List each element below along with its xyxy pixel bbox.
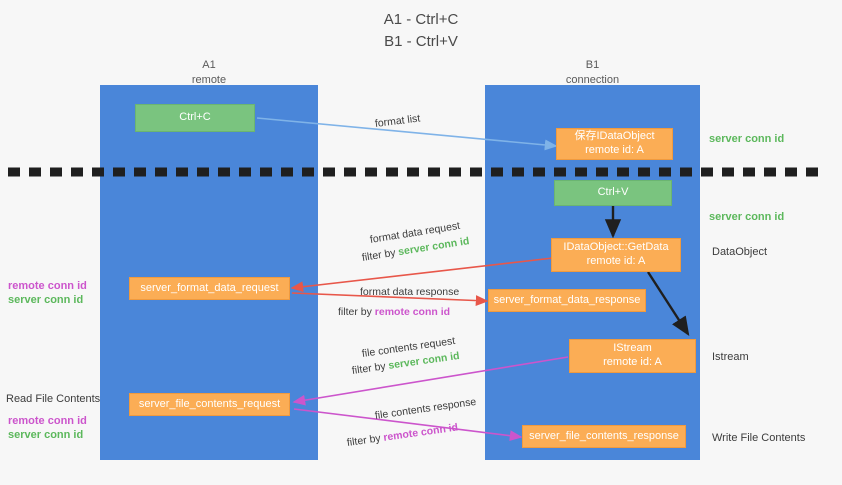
edge-label-format-data-response: format data response: [360, 286, 459, 298]
right-label-server-conn-id-top-text: server conn id: [709, 133, 785, 145]
left-label-remote-conn-id-bottom-text: remote conn id: [8, 415, 87, 427]
column-b1-title: B1: [585, 59, 600, 71]
node-server-format-data-response[interactable]: server_format_data_response: [488, 289, 646, 312]
arrow-getdata-to-istream: [646, 271, 690, 337]
node-server-file-contents-response[interactable]: server_file_contents_response: [522, 425, 686, 448]
node-ctrl-c-line1: Ctrl+C: [179, 111, 211, 124]
left-label-remote-conn-id-top-text: remote conn id: [8, 280, 87, 292]
node-store-idataobject-line2: remote id: A: [585, 144, 644, 156]
node-idataobject-getdata-line1: IDataObject::GetData: [563, 241, 669, 254]
node-server-file-contents-response-line1: server_file_contents_response: [529, 429, 679, 442]
right-label-server-conn-id-top: server conn id: [709, 132, 784, 148]
node-istream-line1: IStream: [613, 342, 652, 355]
node-server-format-data-response-line1: server_format_data_response: [493, 293, 641, 306]
left-label-server-conn-id-top: server conn id: [8, 293, 83, 309]
edge-filter-format-data-response: filter by remote conn id: [338, 306, 450, 318]
column-a1-title: A1: [202, 59, 216, 71]
filter-by-label-2: filter by: [338, 306, 372, 318]
right-label-server-conn-id-mid-text: server conn id: [709, 211, 785, 223]
left-label-read-file-contents: Read File Contents: [6, 392, 100, 408]
right-label-write-file-contents-text: Write File Contents: [712, 432, 806, 444]
arrow-format-data-request: [290, 257, 554, 293]
column-b1-subtitle: connection: [565, 73, 620, 86]
edge-label-format-data-response-text: format data response: [360, 286, 460, 298]
node-ctrl-v-line1: Ctrl+V: [597, 186, 629, 199]
title-line-1: A1 - Ctrl+C: [383, 11, 459, 28]
left-label-server-conn-id-top-text: server conn id: [8, 294, 84, 306]
arrow-file-contents-response: [293, 408, 523, 442]
node-istream-line2: remote id: A: [603, 356, 662, 368]
node-server-format-data-request[interactable]: server_format_data_request: [129, 277, 290, 300]
node-server-file-contents-request[interactable]: server_file_contents_request: [129, 393, 290, 416]
left-label-read-file-contents-text: Read File Contents: [6, 393, 101, 405]
node-store-idataobject-line1: 保存IDataObject: [574, 130, 655, 143]
node-server-file-contents-request-line1: server_file_contents_request: [138, 397, 281, 410]
right-label-write-file-contents: Write File Contents: [712, 431, 805, 447]
remote-conn-id-token-1: remote conn id: [374, 306, 451, 318]
left-label-remote-conn-id-top: remote conn id: [8, 279, 87, 295]
column-header-a1: A1 remote: [100, 58, 318, 88]
node-ctrl-c[interactable]: Ctrl+C: [135, 104, 255, 132]
column-a1-subtitle: remote: [191, 73, 227, 86]
node-server-format-data-request-line1: server_format_data_request: [140, 281, 279, 294]
left-label-remote-conn-id-bottom: remote conn id: [8, 414, 87, 430]
arrow-format-list: [256, 117, 558, 151]
page-title: A1 - Ctrl+C B1 - Ctrl+V: [0, 9, 842, 53]
right-label-istream-text: Istream: [712, 351, 749, 363]
right-label-server-conn-id-mid: server conn id: [709, 210, 784, 226]
node-ctrl-v[interactable]: Ctrl+V: [554, 180, 672, 206]
left-label-server-conn-id-bottom-text: server conn id: [8, 429, 84, 441]
title-line-2: B1 - Ctrl+V: [384, 32, 458, 50]
arrow-file-contents-request: [292, 356, 569, 406]
arrow-format-data-response: [291, 292, 489, 306]
node-idataobject-getdata[interactable]: IDataObject::GetData remote id: A: [551, 238, 681, 272]
right-label-istream: Istream: [712, 350, 749, 366]
node-store-idataobject[interactable]: 保存IDataObject remote id: A: [556, 128, 673, 160]
left-label-server-conn-id-bottom: server conn id: [8, 428, 83, 444]
right-label-dataobject-text: DataObject: [712, 246, 768, 258]
node-idataobject-getdata-line2: remote id: A: [586, 255, 646, 267]
right-label-dataobject: DataObject: [712, 245, 767, 261]
column-header-b1: B1 connection: [485, 58, 700, 88]
node-istream[interactable]: IStream remote id: A: [569, 339, 696, 373]
